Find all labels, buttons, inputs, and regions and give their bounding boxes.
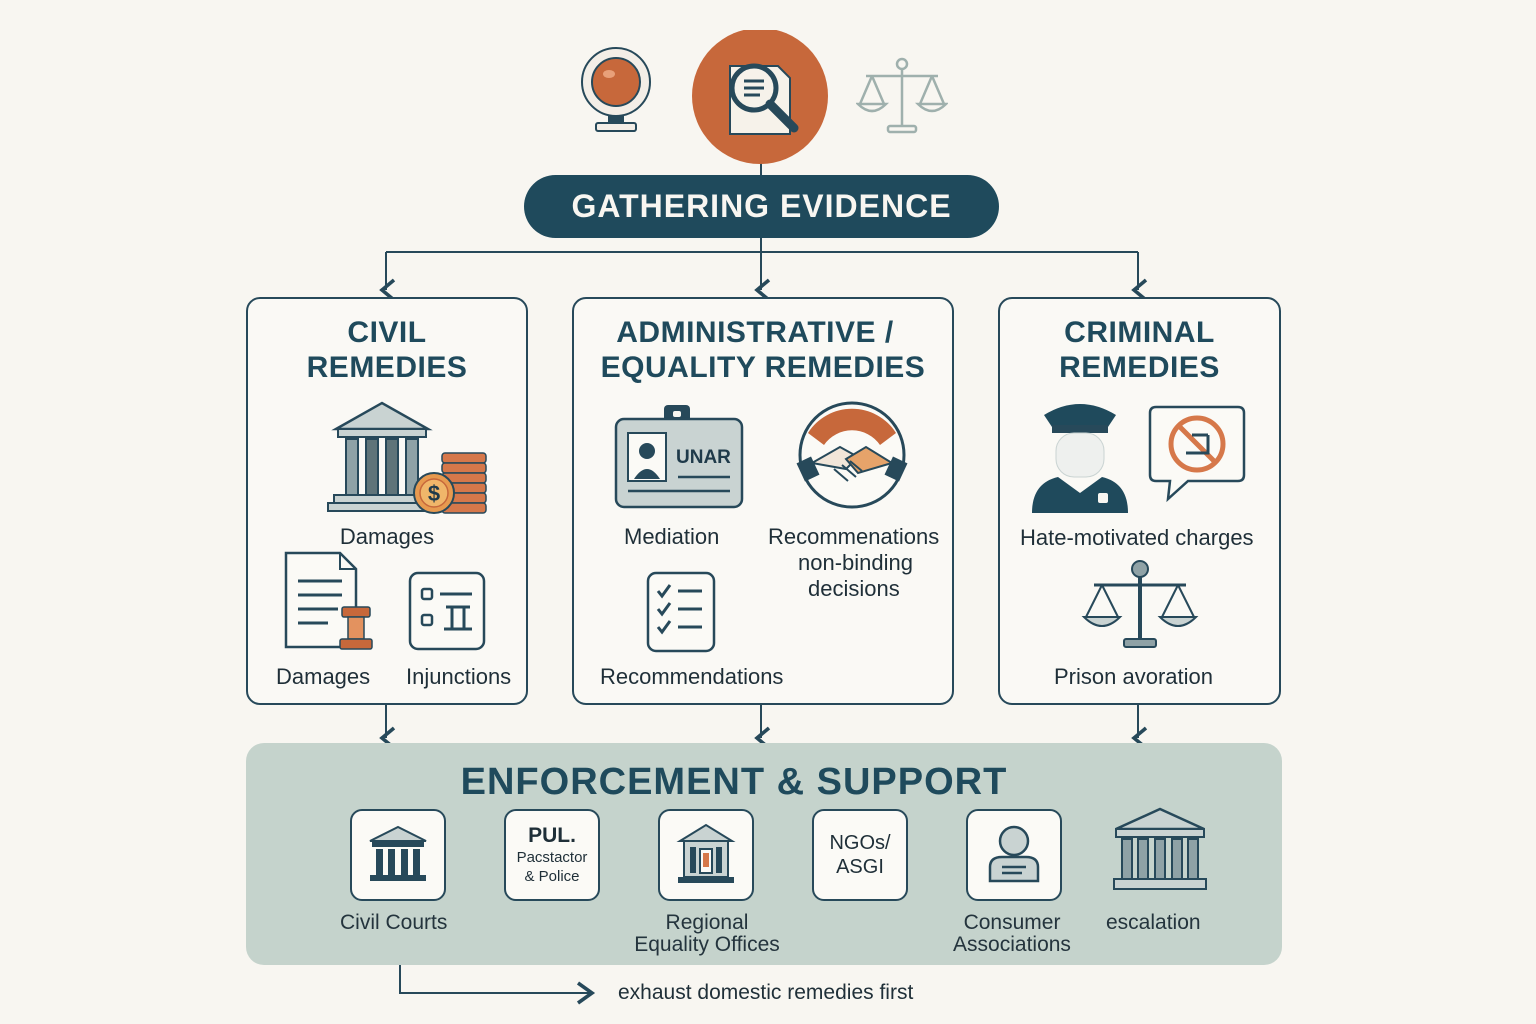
civil-courts-label: Civil Courts bbox=[340, 911, 448, 934]
consumer-associations-tile bbox=[966, 809, 1062, 901]
handshake-icon bbox=[796, 401, 908, 509]
gathering-evidence-title: GATHERING EVIDENCE bbox=[524, 175, 999, 238]
id-badge-icon: UNAR bbox=[614, 405, 744, 509]
administrative-item-recommendations: Recommendations bbox=[600, 664, 784, 689]
criminal-title-line1: CRIMINAL bbox=[1064, 316, 1215, 349]
civil-item-damages-2: Damages bbox=[276, 664, 371, 689]
civil-title-line1: CIVIL bbox=[347, 316, 427, 349]
footnote-exhaust-remedies: exhaust domestic remedies first bbox=[618, 981, 914, 1004]
regional-label-line1: Regional bbox=[665, 911, 749, 934]
administrative-item-non-binding: non-binding bbox=[798, 550, 913, 575]
regional-equality-tile bbox=[658, 809, 754, 901]
building-columns-icon bbox=[1113, 807, 1207, 890]
ngos-line1: NGOs/ bbox=[829, 832, 891, 854]
enforcement-support-panel: ENFORCEMENT & SUPPORT Civil Courts PUL. … bbox=[246, 743, 1282, 965]
unar-badge-text: UNAR bbox=[676, 447, 731, 468]
civil-item-injunctions: Injunctions bbox=[406, 664, 512, 689]
ngos-line2: ASGI bbox=[836, 856, 884, 878]
administrative-item-recommenations: Recommenations bbox=[768, 524, 940, 549]
criminal-title-line2: REMEDIES bbox=[1059, 351, 1220, 384]
administrative-item-mediation: Mediation bbox=[624, 524, 720, 549]
regional-label-line2: Equality Offices bbox=[634, 933, 780, 956]
regional-office-icon bbox=[676, 823, 736, 883]
administrative-title-line2: EQUALITY REMEDIES bbox=[600, 351, 926, 384]
coins-icon: $ bbox=[413, 452, 487, 514]
bank-building-icon bbox=[327, 401, 439, 512]
form-icon bbox=[408, 571, 486, 651]
no-symbol-speech-icon bbox=[1148, 405, 1246, 503]
criminal-item-prison: Prison avoration bbox=[1054, 664, 1213, 689]
pul-line2: Pacstactor bbox=[516, 849, 588, 866]
criminal-remedies-panel: CRIMINAL REMEDIES Hate-motivated charges… bbox=[998, 297, 1281, 705]
svg-text:$: $ bbox=[428, 481, 440, 506]
administrative-item-decisions: decisions bbox=[808, 576, 900, 601]
escalation-label: escalation bbox=[1106, 911, 1201, 934]
civil-remedies-panel: CIVIL REMEDIES $ Damages bbox=[246, 297, 528, 705]
person-card-icon bbox=[988, 825, 1040, 883]
checklist-icon bbox=[646, 571, 716, 653]
magnifier-document-icon bbox=[692, 30, 828, 164]
justice-scales-icon bbox=[1081, 560, 1199, 648]
pul-line1: PUL. bbox=[528, 824, 576, 847]
civil-courts-tile bbox=[350, 809, 446, 901]
administrative-title-line1: ADMINISTRATIVE / bbox=[616, 316, 894, 349]
consumer-label-line1: Consumer bbox=[963, 911, 1061, 934]
police-officer-icon bbox=[1032, 404, 1128, 513]
administrative-remedies-panel: ADMINISTRATIVE / EQUALITY REMEDIES UNAR … bbox=[572, 297, 954, 705]
scales-icon bbox=[856, 57, 948, 134]
ngos-asgi-tile: NGOs/ ASGI bbox=[812, 809, 908, 901]
pul-line3: & Police bbox=[524, 868, 580, 885]
consumer-label-line2: Associations bbox=[953, 933, 1071, 956]
pul-police-tile: PUL. Pacstactor & Police bbox=[504, 809, 600, 901]
webcam-icon bbox=[581, 47, 651, 132]
courthouse-icon bbox=[369, 825, 427, 881]
document-gavel-icon bbox=[284, 551, 373, 650]
civil-item-damages: Damages bbox=[339, 524, 435, 549]
civil-title-line2: REMEDIES bbox=[306, 351, 468, 384]
support-title: ENFORCEMENT & SUPPORT bbox=[460, 761, 1008, 803]
criminal-item-hate-motivated: Hate-motivated charges bbox=[1020, 525, 1254, 550]
